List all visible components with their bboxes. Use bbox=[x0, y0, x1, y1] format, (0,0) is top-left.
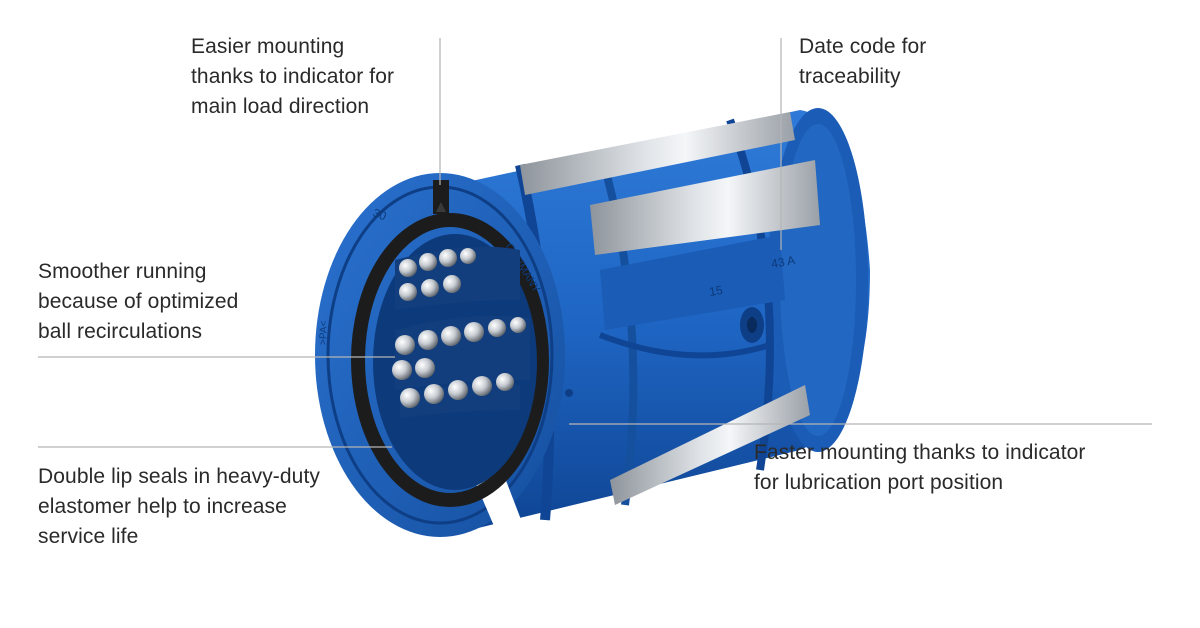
load-indicator bbox=[433, 180, 449, 214]
callout-line: Faster mounting thanks to indicator bbox=[754, 441, 1086, 464]
marking-material: >PA< bbox=[318, 320, 330, 345]
callout-line: Smoother running bbox=[38, 260, 207, 283]
callout-line: Date code for bbox=[799, 35, 927, 58]
callout-line: Easier mounting bbox=[191, 35, 345, 58]
callout-faster-mounting: Faster mounting thanks to indicator for … bbox=[754, 438, 1086, 498]
callout-line: because of optimized bbox=[38, 290, 239, 313]
ball-tracks bbox=[392, 246, 530, 418]
callout-smoother-running: Smoother running because of optimized ba… bbox=[38, 257, 238, 347]
leader-lines bbox=[38, 38, 1152, 448]
callout-line: ball recirculations bbox=[38, 320, 203, 343]
callout-line: thanks to indicator for bbox=[191, 65, 395, 88]
callout-line: main load direction bbox=[191, 95, 370, 118]
callout-line: traceability bbox=[799, 65, 901, 88]
callout-date-code: Date code for traceability bbox=[799, 32, 926, 92]
marking-number: 15 bbox=[708, 283, 724, 299]
marking-size: 30 bbox=[371, 206, 389, 224]
callout-line: for lubrication port position bbox=[754, 471, 1004, 494]
callout-line: elastomer help to increase bbox=[38, 495, 287, 518]
callout-line: service life bbox=[38, 525, 139, 548]
housing-details: 15 43 A bbox=[598, 235, 796, 359]
callout-line: Double lip seals in heavy-duty bbox=[38, 465, 320, 488]
callout-easier-mounting: Easier mounting thanks to indicator for … bbox=[191, 32, 394, 122]
callout-double-lip-seals: Double lip seals in heavy-duty elastomer… bbox=[38, 462, 320, 552]
marking-date-code: 43 A bbox=[770, 253, 796, 271]
lubrication-port-indicator bbox=[565, 389, 573, 397]
steel-rails bbox=[520, 112, 820, 505]
